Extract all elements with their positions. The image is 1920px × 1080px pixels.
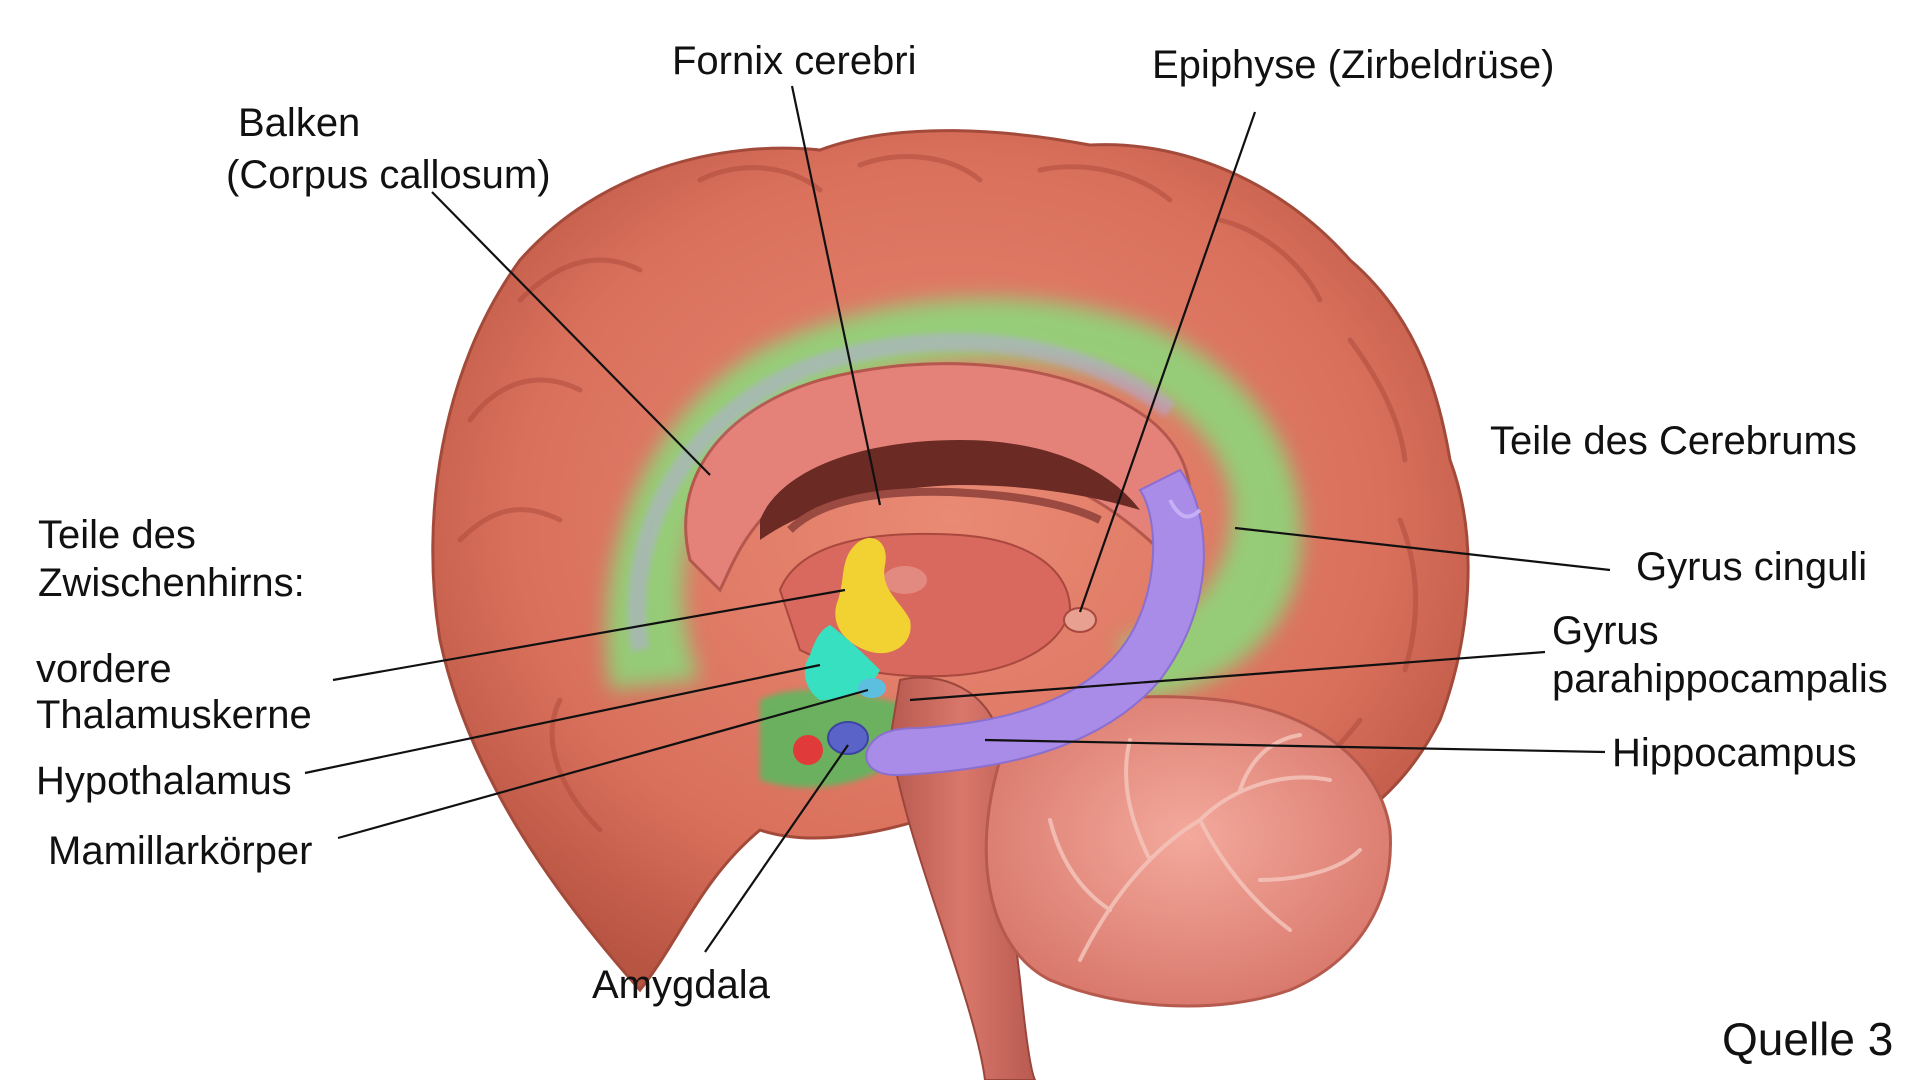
anterior-thalamic-nuclei (835, 537, 911, 654)
label-teile-des: Teile des (38, 513, 196, 557)
label-gyrus: Gyrus (1552, 609, 1659, 653)
amygdala (827, 721, 869, 755)
line-vordere-thalamuskerne (332, 588, 846, 682)
ventricle-ridge (787, 487, 1102, 533)
line-hypothalamus (304, 663, 821, 775)
line-epiphyse (1078, 111, 1257, 613)
hypothalamus (804, 625, 880, 700)
line-balken (431, 191, 711, 476)
line-mamillarkoerper (337, 688, 869, 840)
label-fornix-cerebri: Fornix cerebri (672, 39, 917, 83)
label-amygdala: Amygdala (592, 963, 770, 1007)
cingulum-tint (627, 332, 1176, 652)
cerebellum-arbor (1048, 733, 1362, 962)
label-teile-des-cerebrums: Teile des Cerebrums (1490, 419, 1857, 463)
label-gyrus-cinguli: Gyrus cinguli (1636, 545, 1868, 589)
mamillary-body (858, 678, 886, 698)
leader-lines (304, 85, 1611, 953)
label-corpus-callosum: (Corpus callosum) (226, 153, 551, 197)
line-amygdala (704, 744, 849, 953)
optic-structure (793, 735, 823, 765)
label-epiphyse: Epiphyse (Zirbeldrüse) (1152, 43, 1555, 87)
hippocampus (865, 468, 1205, 777)
line-gyrus-cinguli (1234, 526, 1611, 572)
line-hippocampus (984, 738, 1606, 754)
source-caption: Quelle 3 (1722, 1013, 1894, 1065)
label-hypothalamus: Hypothalamus (36, 759, 292, 803)
lateral-ventricle (760, 440, 1140, 540)
line-fornix (790, 85, 882, 506)
label-parahippocampalis: parahippocampalis (1552, 657, 1888, 701)
label-hippocampus: Hippocampus (1612, 731, 1857, 775)
interthalamic-adhesion (883, 566, 927, 594)
label-balken: Balken (238, 101, 361, 145)
label-vordere: vordere (36, 647, 172, 691)
label-mamillarkoerper: Mamillarkörper (48, 829, 313, 873)
hippocampus-highlight (1168, 499, 1202, 519)
label-zwischenhirns: Zwischenhirns: (38, 561, 305, 605)
line-gyrus-parahippocampalis (909, 650, 1546, 702)
label-thalamuskerne: Thalamuskerne (36, 693, 312, 737)
pineal-gland (1063, 607, 1097, 633)
